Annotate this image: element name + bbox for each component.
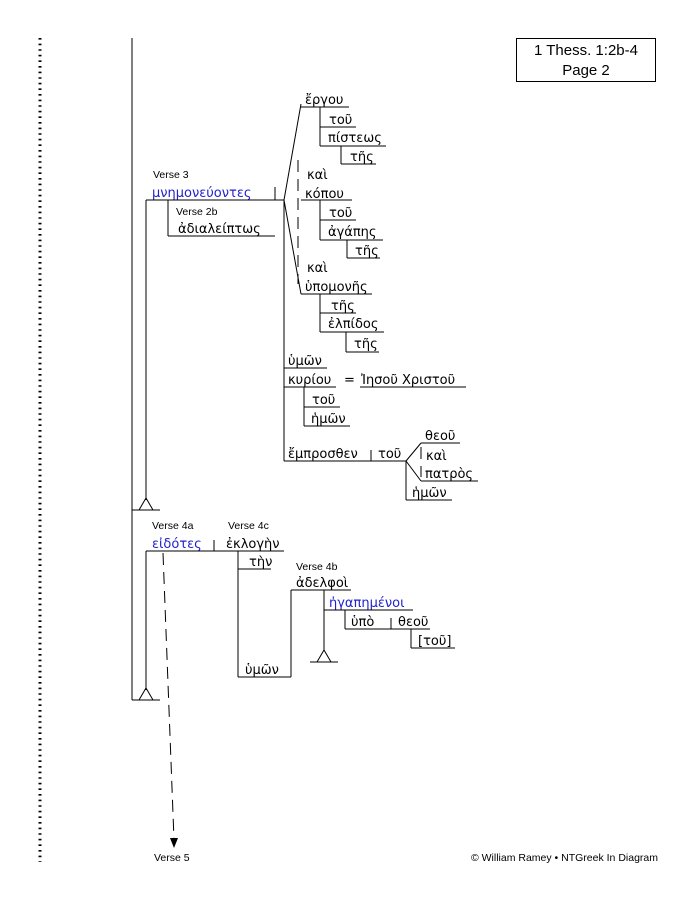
word-eklogen: ἐκλογὴν — [226, 537, 280, 552]
word-emprosthen: ἔμπροσθεν — [288, 447, 358, 462]
reference-box: 1 Thess. 1:2b-4 Page 2 — [516, 38, 656, 82]
word-patros: πατρὸς — [425, 467, 473, 482]
fork-theou — [405, 442, 422, 462]
word-tes-3: τῆς — [331, 299, 355, 314]
word-tou-3: τοῦ — [312, 393, 335, 408]
verse3-label: Verse 3 — [153, 169, 189, 181]
verse2b-label: Verse 2b — [176, 206, 218, 218]
page-number: Page 2 — [562, 62, 610, 79]
word-agapes: ἀγάπης — [328, 225, 377, 240]
word-hymon-1: ὑμῶν — [288, 354, 322, 369]
word-kai-2: καὶ — [307, 261, 328, 276]
word-tes-4: τῆς — [354, 337, 378, 352]
verse3-junction — [138, 497, 154, 511]
verse4-junction — [138, 687, 154, 701]
word-mnemoneuontes[interactable]: μνημονεύοντες — [152, 186, 252, 201]
verse4b-label: Verse 4b — [296, 561, 338, 573]
word-theou-1: θεοῦ — [425, 429, 455, 444]
word-adialeiptos: ἀδιαλείπτως — [178, 222, 261, 237]
verse4c-label: Verse 4c — [228, 520, 269, 532]
arrow-head-icon — [170, 838, 178, 848]
word-tou-1: τοῦ — [329, 113, 352, 128]
word-tou-5: [τοῦ] — [418, 634, 451, 649]
word-tes-1: τῆς — [350, 150, 374, 165]
word-theou-2: θεοῦ — [398, 615, 428, 630]
word-egapemenoi[interactable]: ἠγαπημένοι — [329, 596, 404, 611]
continuation-dashed-arrow — [162, 552, 175, 841]
word-iesou-christou: Ἰησοῦ Χριστοῦ — [361, 373, 455, 388]
word-adelphoi: ἀδελφοὶ — [296, 576, 348, 591]
word-hypo: ὑπὸ — [351, 615, 374, 630]
apposition-equals: = — [344, 373, 355, 388]
word-ten: τὴν — [249, 555, 272, 570]
word-tou-4: τοῦ — [378, 447, 401, 462]
word-hemon-2: ἡμῶν — [412, 486, 447, 501]
fork-upper — [283, 103, 302, 201]
word-tou-2: τοῦ — [329, 206, 352, 221]
word-kai-1: καὶ — [307, 168, 328, 183]
word-hemon-1: ἡμῶν — [311, 412, 346, 427]
word-tes-2: τῆς — [355, 244, 379, 259]
word-elpidos: ἐλπίδος — [328, 317, 378, 332]
word-hypomones: ὑπομονῆς — [305, 280, 368, 295]
reference-title: 1 Thess. 1:2b-4 — [534, 42, 638, 59]
word-pisteos: πίστεως — [328, 131, 382, 146]
copyright-text: © William Ramey • NTGreek In Diagram — [470, 852, 658, 864]
word-kopou: κόπου — [305, 187, 344, 202]
verse5-label[interactable]: Verse 5 — [154, 852, 190, 864]
word-hymon-2: ὑμῶν — [245, 663, 279, 678]
fork-patros — [405, 460, 422, 482]
vocative-junction — [310, 649, 338, 663]
word-eidotes[interactable]: εἰδότες — [152, 537, 202, 552]
word-ergou: ἔργου — [305, 93, 343, 108]
word-kyriou: κυρίου — [288, 373, 331, 388]
verse4a-label: Verse 4a — [152, 520, 194, 532]
word-kai-3: καὶ — [426, 449, 447, 464]
